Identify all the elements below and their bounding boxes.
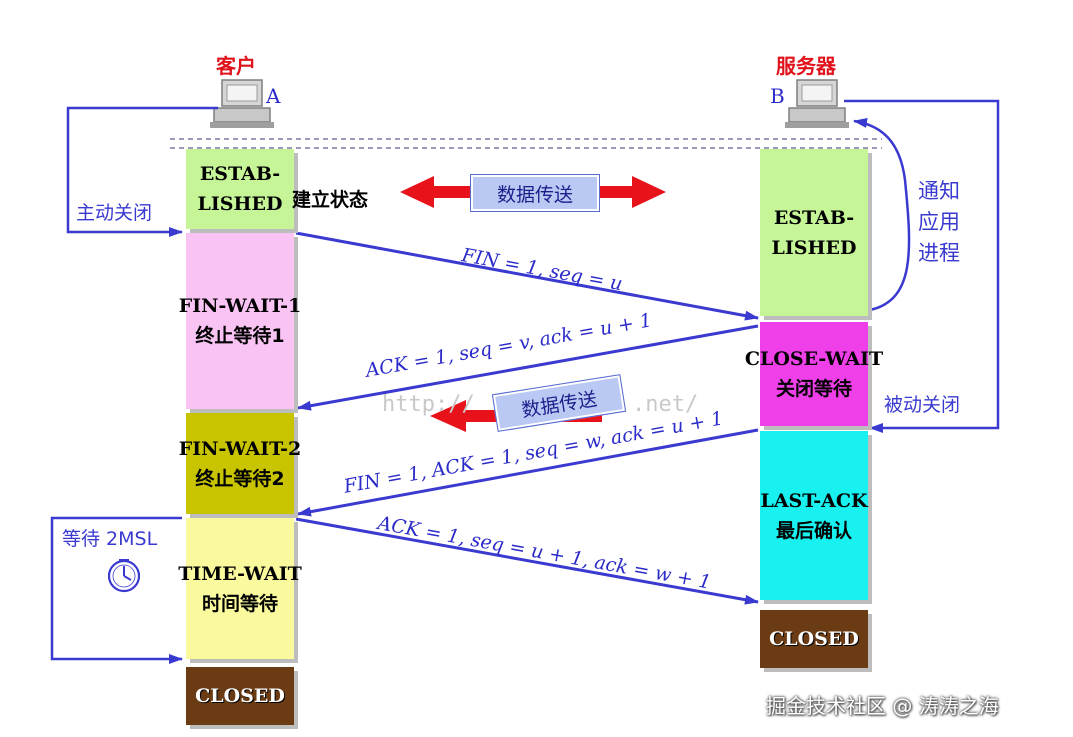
fin-wait-2-en: FIN-WAIT-2: [178, 437, 302, 460]
watermark-right: .net/: [632, 392, 699, 417]
server-established-line2: LISHED: [771, 236, 857, 259]
ack1-arrow: [297, 324, 759, 411]
server-host-label: B: [770, 84, 785, 108]
client-state-established: ESTAB- LISHED: [186, 149, 294, 229]
ack2-arrow: [295, 517, 759, 605]
client-established-line2: LISHED: [197, 193, 283, 215]
client-established-cn: 建立状态: [292, 189, 369, 211]
server-computer-icon: [785, 79, 849, 128]
credit-text: 掘金技术社区 @ 涛涛之海: [766, 694, 999, 718]
clock-icon: [107, 559, 141, 593]
last-ack-cn: 最后确认: [775, 519, 852, 542]
watermark-left: http://: [382, 392, 475, 417]
passive-close-arrow: [844, 99, 1000, 433]
fin1-arrow: [295, 231, 759, 321]
active-close-label: 主动关闭: [76, 202, 153, 224]
wait-2msl-label: 等待 2MSL: [62, 528, 158, 550]
notify-app-line1: 通知: [918, 179, 960, 203]
server-established-line1: ESTAB-: [773, 206, 855, 229]
server-state-established: ESTAB- LISHED: [760, 149, 868, 316]
client-state-fin-wait-1: FIN-WAIT-1 终止等待1: [179, 233, 301, 409]
notify-app-line2: 应用: [918, 210, 960, 234]
fin2-arrow: [297, 428, 759, 517]
server-state-close-wait: CLOSE-WAIT 关闭等待: [745, 322, 883, 426]
client-state-closed: CLOSED: [186, 667, 294, 725]
server-title: 服务器: [776, 54, 836, 78]
time-wait-cn: 时间等待: [201, 592, 278, 615]
passive-close-label: 被动关闭: [884, 394, 961, 416]
time-wait-en: TIME-WAIT: [178, 562, 302, 585]
wait-2msl-arrow: [50, 516, 183, 664]
notify-app-arrow: [853, 118, 911, 312]
last-ack-en: LAST-ACK: [760, 489, 868, 512]
fin-wait-1-cn: 终止等待1: [195, 325, 285, 347]
client-title: 客户: [216, 54, 256, 78]
fin-wait-2-cn: 终止等待2: [195, 467, 285, 490]
active-close-arrow: [66, 106, 218, 237]
close-wait-en: CLOSE-WAIT: [744, 348, 884, 370]
close-wait-cn: 关闭等待: [775, 378, 852, 400]
server-state-last-ack: LAST-ACK 最后确认: [760, 431, 868, 600]
client-host-label: A: [266, 84, 281, 108]
server-state-closed: CLOSED: [760, 610, 868, 668]
notify-app-line3: 进程: [918, 241, 960, 265]
client-state-time-wait: TIME-WAIT 时间等待: [178, 518, 302, 659]
client-computer-icon: [210, 79, 274, 128]
client-state-fin-wait-2: FIN-WAIT-2 终止等待2: [179, 413, 301, 514]
data-transfer-label-1: 数据传送: [470, 174, 600, 212]
fin-wait-1-en: FIN-WAIT-1: [178, 295, 302, 317]
client-established-line1: ESTAB-: [199, 163, 281, 185]
